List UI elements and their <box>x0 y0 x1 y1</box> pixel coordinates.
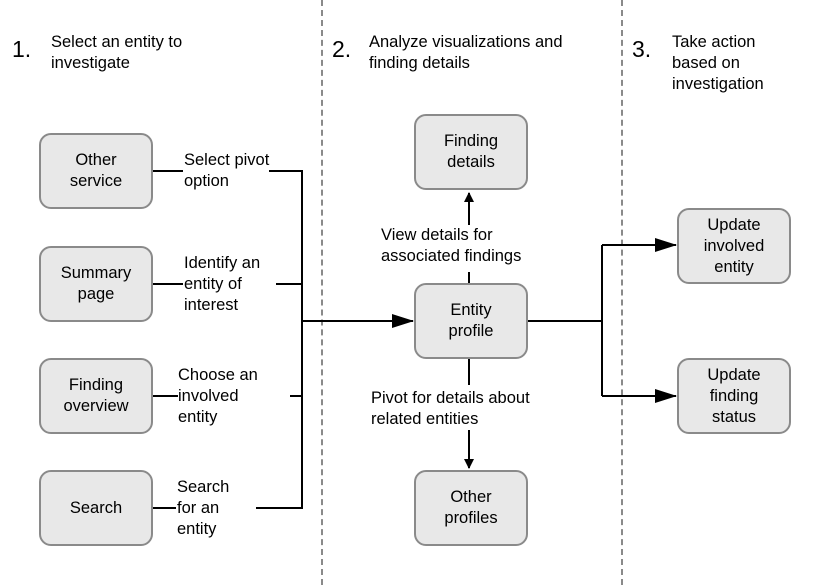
step-3-title: Take action based on investigation <box>672 33 764 93</box>
step-1-number: 1. <box>12 36 32 62</box>
column-divider-1 <box>321 0 323 585</box>
search-entity-label: Search for an entity <box>177 477 230 540</box>
update-involved-entity-box: Update involved entity <box>677 208 791 284</box>
pivot-details-label: Pivot for details about related entities <box>371 388 530 430</box>
column-divider-2 <box>621 0 623 585</box>
finding-details-box: Finding details <box>414 114 528 190</box>
summary-page-box: Summary page <box>39 246 153 322</box>
choose-entity-label: Choose an involved entity <box>178 365 258 428</box>
update-finding-status-box: Update finding status <box>677 358 791 434</box>
other-profiles-box: Other profiles <box>414 470 528 546</box>
step-2-title: Analyze visualizations and finding detai… <box>369 33 563 72</box>
select-pivot-label: Select pivot option <box>184 150 270 192</box>
step-1-title: Select an entity to investigate <box>51 33 183 72</box>
search-box: Search <box>39 470 153 546</box>
view-details-label: View details for associated findings <box>381 225 522 267</box>
identify-entity-label: Identify an entity of interest <box>184 253 261 316</box>
finding-overview-box: Finding overview <box>39 358 153 434</box>
step-3-number: 3. <box>632 36 652 62</box>
entity-profile-box: Entity profile <box>414 283 528 359</box>
other-service-box: Other service <box>39 133 153 209</box>
step-2-number: 2. <box>332 36 352 62</box>
